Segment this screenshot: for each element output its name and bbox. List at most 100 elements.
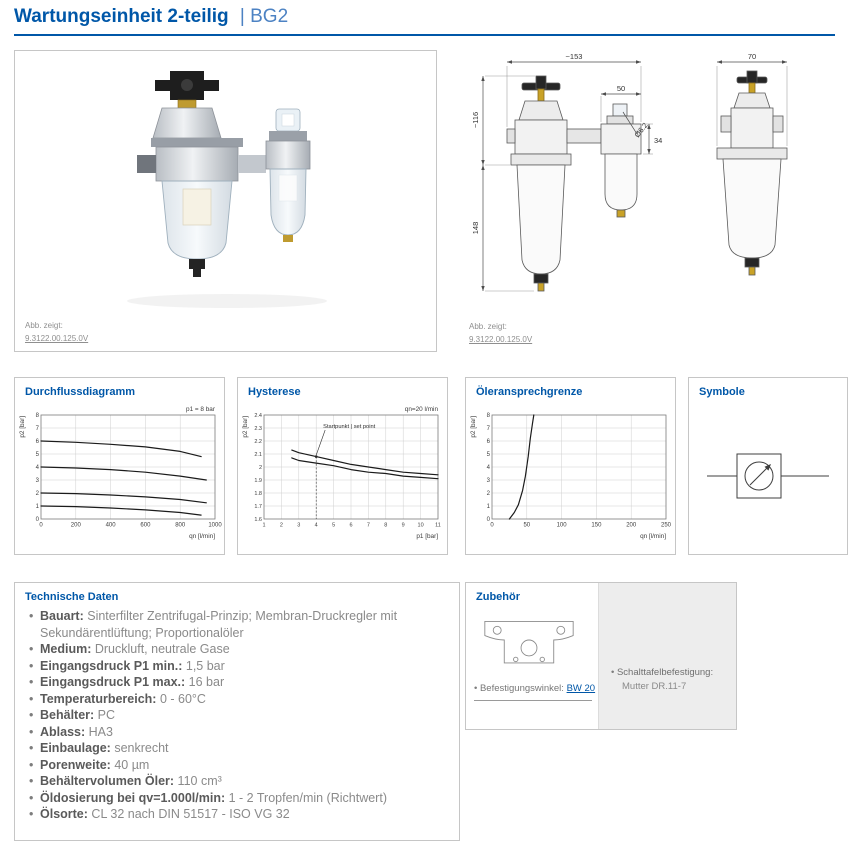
svg-text:2: 2 bbox=[487, 491, 491, 497]
title-rule bbox=[14, 34, 835, 36]
tech-item-label: Temperaturbereich: bbox=[40, 691, 157, 706]
svg-text:10: 10 bbox=[418, 523, 424, 529]
dimension-drawing: ~153 ~116 148 50 Ø6.2 bbox=[471, 52, 788, 292]
tech-item: •Bauart: Sinterfilter Zentrifugal-Prinzi… bbox=[27, 608, 447, 641]
page-title: Wartungseinheit 2-teilig | BG2 bbox=[14, 6, 288, 28]
svg-text:6: 6 bbox=[36, 439, 40, 445]
drawing-caption: Abb. zeigt: 9.3122.00.125.0V bbox=[469, 321, 532, 346]
tech-item-label: Eingangsdruck P1 min.: bbox=[40, 658, 183, 673]
svg-text:3: 3 bbox=[297, 523, 300, 529]
tech-item: •Behälter: PC bbox=[27, 707, 447, 724]
tech-item-value: Druckluft, neutrale Gase bbox=[91, 642, 230, 656]
bullet-icon: • bbox=[29, 790, 34, 805]
svg-text:p2 [bar]: p2 [bar] bbox=[470, 416, 477, 438]
tech-item: •Ölsorte: CL 32 nach DIN 51517 - ISO VG … bbox=[27, 806, 447, 823]
svg-text:p1 [bar]: p1 [bar] bbox=[416, 533, 438, 540]
svg-text:0: 0 bbox=[36, 517, 40, 523]
svg-text:2.4: 2.4 bbox=[254, 413, 262, 419]
drawing-caption-label: Abb. zeigt: bbox=[469, 322, 507, 332]
tech-item-value: HA3 bbox=[85, 724, 113, 739]
tech-item-value: 1,5 bar bbox=[182, 658, 225, 673]
drawing-caption-code[interactable]: 9.3122.00.125.0V bbox=[469, 334, 533, 344]
svg-text:250: 250 bbox=[661, 523, 672, 529]
front-view bbox=[506, 75, 642, 292]
svg-text:1000: 1000 bbox=[208, 523, 222, 529]
svg-text:8: 8 bbox=[487, 413, 491, 419]
svg-text:800: 800 bbox=[175, 523, 186, 529]
dim-height-bowl: 148 bbox=[471, 222, 480, 235]
svg-text:1.9: 1.9 bbox=[254, 478, 262, 484]
svg-text:4: 4 bbox=[36, 465, 40, 471]
svg-text:3: 3 bbox=[487, 478, 491, 484]
tech-item: •Ablass: HA3 bbox=[27, 724, 447, 741]
svg-text:2.2: 2.2 bbox=[254, 439, 262, 445]
panel-mount-line: • Schalttafelbefestigung: bbox=[611, 667, 728, 678]
tech-item-value: Sinterfilter Zentrifugal-Prinzip; Membra… bbox=[40, 609, 398, 640]
tech-item: • Öldosierung bei qv=1.000l/min: 1 - 2 Tr… bbox=[27, 790, 447, 807]
svg-text:6: 6 bbox=[487, 439, 491, 445]
tech-item-label: Bauart: bbox=[40, 609, 84, 623]
tech-item-value: 40 µm bbox=[110, 757, 150, 772]
tech-item-label: Öldosierung bei qv=1.000l/min: bbox=[40, 790, 226, 805]
tech-item-label: Medium: bbox=[40, 642, 92, 656]
bullet-icon: • bbox=[29, 774, 34, 788]
bullet-icon: • bbox=[29, 675, 34, 689]
svg-text:8: 8 bbox=[384, 523, 387, 529]
tech-item-label: Einbaulage: bbox=[40, 741, 111, 755]
tech-item-label: Behälter: bbox=[40, 708, 95, 722]
svg-text:0: 0 bbox=[490, 523, 494, 529]
tech-item-label: Ablass: bbox=[40, 724, 86, 739]
technical-data-title: Technische Daten bbox=[25, 591, 119, 603]
svg-text:1.8: 1.8 bbox=[254, 491, 262, 497]
symbols-title: Symbole bbox=[699, 386, 745, 398]
svg-text:1: 1 bbox=[36, 504, 40, 510]
panel-mount-value: Mutter DR.11-7 bbox=[622, 681, 687, 692]
dim-width-side: 70 bbox=[748, 52, 756, 61]
tech-item: • Eingangsdruck P1 min.: 1,5 bar bbox=[27, 658, 447, 675]
svg-text:11: 11 bbox=[435, 523, 441, 529]
svg-text:2: 2 bbox=[280, 523, 283, 529]
svg-text:2.1: 2.1 bbox=[254, 452, 262, 458]
bullet-icon: • bbox=[29, 741, 34, 755]
svg-text:1.6: 1.6 bbox=[254, 517, 262, 523]
tech-item-value: senkrecht bbox=[110, 741, 169, 755]
tech-item-label: Behältervolumen Öler: bbox=[40, 774, 175, 788]
svg-text:100: 100 bbox=[557, 523, 568, 529]
bracket-link[interactable]: BW 20 bbox=[566, 683, 596, 694]
svg-text:7: 7 bbox=[367, 523, 370, 529]
svg-text:0: 0 bbox=[39, 523, 43, 529]
tech-item-label: Porenweite: bbox=[40, 757, 111, 772]
bracket-label: Befestigungswinkel: bbox=[479, 683, 564, 694]
svg-text:1: 1 bbox=[487, 504, 491, 510]
tech-item-value: 1 - 2 Tropfen/min (Richtwert) bbox=[225, 790, 387, 805]
bracket-illustration bbox=[484, 621, 574, 664]
page-title-main: Wartungseinheit 2-teilig bbox=[14, 6, 229, 27]
service-unit-symbol-icon bbox=[707, 453, 829, 499]
svg-text:5: 5 bbox=[332, 523, 335, 529]
svg-text:qn=20 l/min: qn=20 l/min bbox=[405, 406, 439, 413]
svg-text:2: 2 bbox=[259, 465, 262, 471]
side-view bbox=[716, 70, 788, 276]
tech-item-value: 0 - 60°C bbox=[156, 691, 206, 706]
svg-text:p1 = 8 bar: p1 = 8 bar bbox=[186, 406, 216, 413]
bullet-icon: • bbox=[29, 658, 34, 673]
svg-text:9: 9 bbox=[402, 523, 405, 529]
tech-item: • Einbaulage: senkrecht bbox=[27, 740, 447, 757]
svg-text:600: 600 bbox=[140, 523, 151, 529]
svg-text:200: 200 bbox=[71, 523, 82, 529]
product-photo-panel: Abb. zeigt: 9.3122.00.125.0V bbox=[14, 50, 437, 352]
bullet-icon: • bbox=[29, 708, 34, 722]
photo-caption-code[interactable]: 9.3122.00.125.0V bbox=[25, 333, 89, 343]
photo-caption: Abb. zeigt: 9.3122.00.125.0V bbox=[25, 320, 88, 345]
svg-text:0: 0 bbox=[487, 517, 491, 523]
svg-text:2: 2 bbox=[36, 491, 40, 497]
svg-text:200: 200 bbox=[626, 523, 637, 529]
dim-height-small: 34 bbox=[654, 136, 662, 145]
bullet-icon: • bbox=[611, 667, 615, 678]
